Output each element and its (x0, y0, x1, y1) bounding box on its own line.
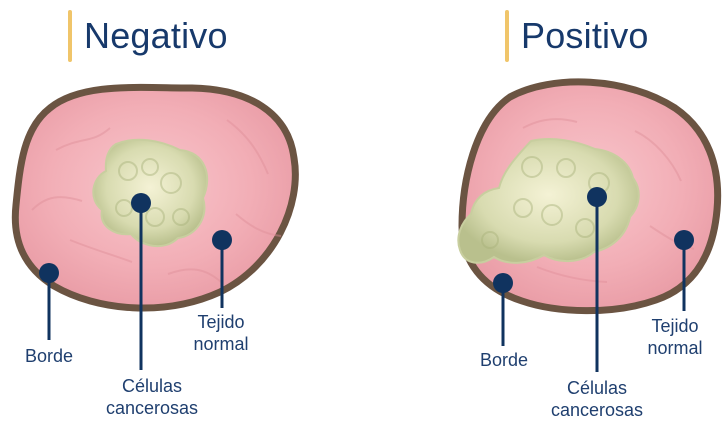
positive-margin-diagram (361, 0, 723, 433)
cancer-cells-label: Células cancerosas (527, 378, 667, 421)
positive-title-group: Positivo (505, 8, 649, 64)
negative-margin-diagram (0, 0, 361, 433)
normal-tissue-label: Tejido normal (176, 312, 266, 355)
cancer-cells-callout-dot (131, 193, 151, 213)
negative-title: Negativo (84, 18, 228, 54)
border-callout-dot (39, 263, 59, 283)
border-callout-dot (493, 273, 513, 293)
cancer-cells-label: Células cancerosas (82, 376, 222, 419)
positive-panel: Positivo Borde Células cancerosas Tejido… (361, 0, 723, 433)
title-accent-bar (68, 10, 72, 62)
normal-tissue-label: Tejido normal (629, 316, 721, 359)
border-label: Borde (469, 350, 539, 372)
positive-title: Positivo (521, 18, 649, 54)
cancer-cell-cluster (93, 140, 207, 246)
cancer-cells-callout-dot (587, 187, 607, 207)
border-label: Borde (14, 346, 84, 368)
negative-panel: Negativo Borde Células cancerosas Tejido… (0, 0, 361, 433)
negative-title-group: Negativo (68, 8, 228, 64)
normal-tissue-callout-dot (212, 230, 232, 250)
normal-tissue-callout-dot (674, 230, 694, 250)
title-accent-bar (505, 10, 509, 62)
